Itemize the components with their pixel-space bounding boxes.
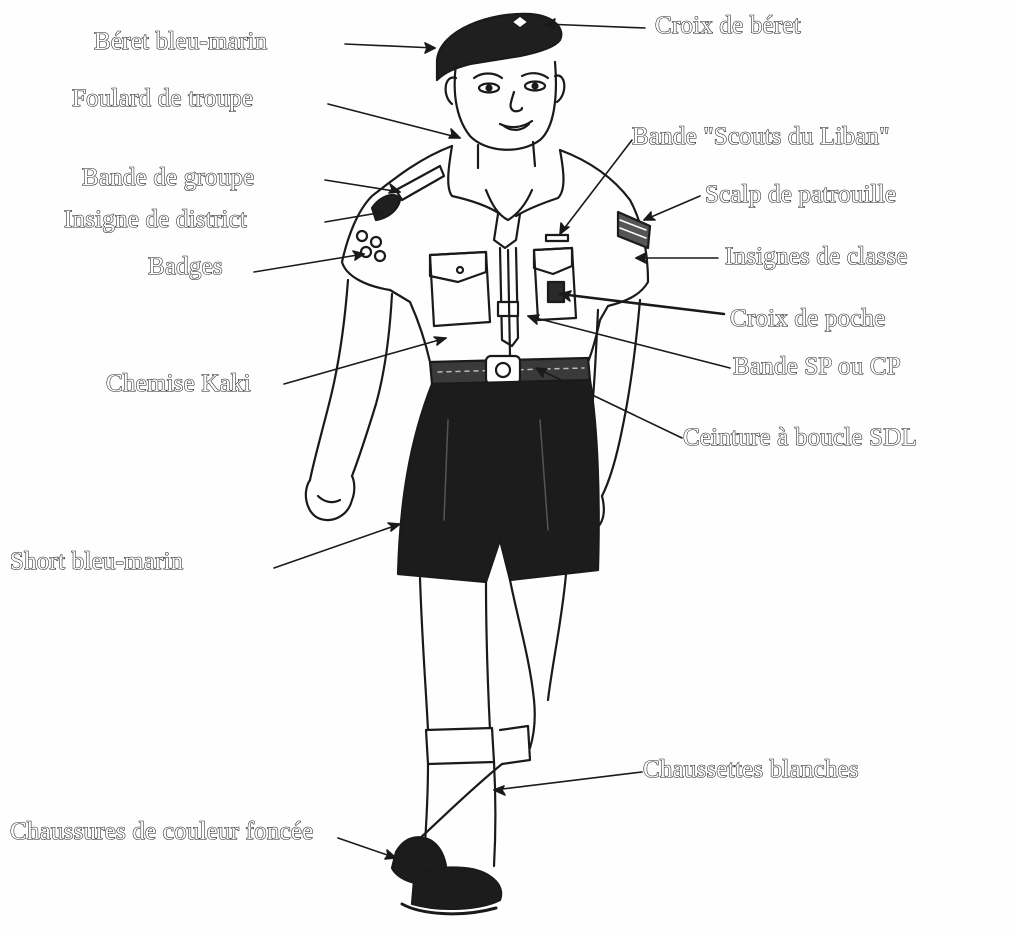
- label-scouts-band: Bande "Scouts du Liban": [632, 123, 890, 151]
- label-shoes: Chaussures de couleur foncée: [10, 818, 340, 846]
- label-belt: Ceinture à boucle SDL: [683, 424, 917, 452]
- label-group-band: Bande de groupe: [82, 164, 254, 192]
- shoes-icon: [392, 837, 501, 913]
- label-beret: Béret bleu-marin: [94, 28, 267, 56]
- shorts-icon: [398, 380, 599, 582]
- label-patrol-scalp: Scalp de patrouille: [705, 181, 896, 209]
- label-pocket-cross: Croix de poche: [730, 305, 886, 333]
- head-icon: [446, 62, 565, 168]
- label-badges: Badges: [148, 253, 223, 281]
- label-shorts: Short bleu-marin: [10, 548, 183, 576]
- legs-icon: [418, 574, 566, 866]
- label-sp-cp-band: Bande SP ou CP: [733, 353, 901, 381]
- label-beret-cross: Croix de béret: [655, 12, 801, 40]
- label-district-badge: Insigne de district: [64, 206, 247, 234]
- label-shirt: Chemise Kaki: [106, 370, 251, 398]
- label-socks: Chaussettes blanches: [643, 756, 859, 784]
- label-scarf: Foulard de troupe: [72, 85, 253, 113]
- label-class-badges: Insignes de classe: [725, 243, 908, 271]
